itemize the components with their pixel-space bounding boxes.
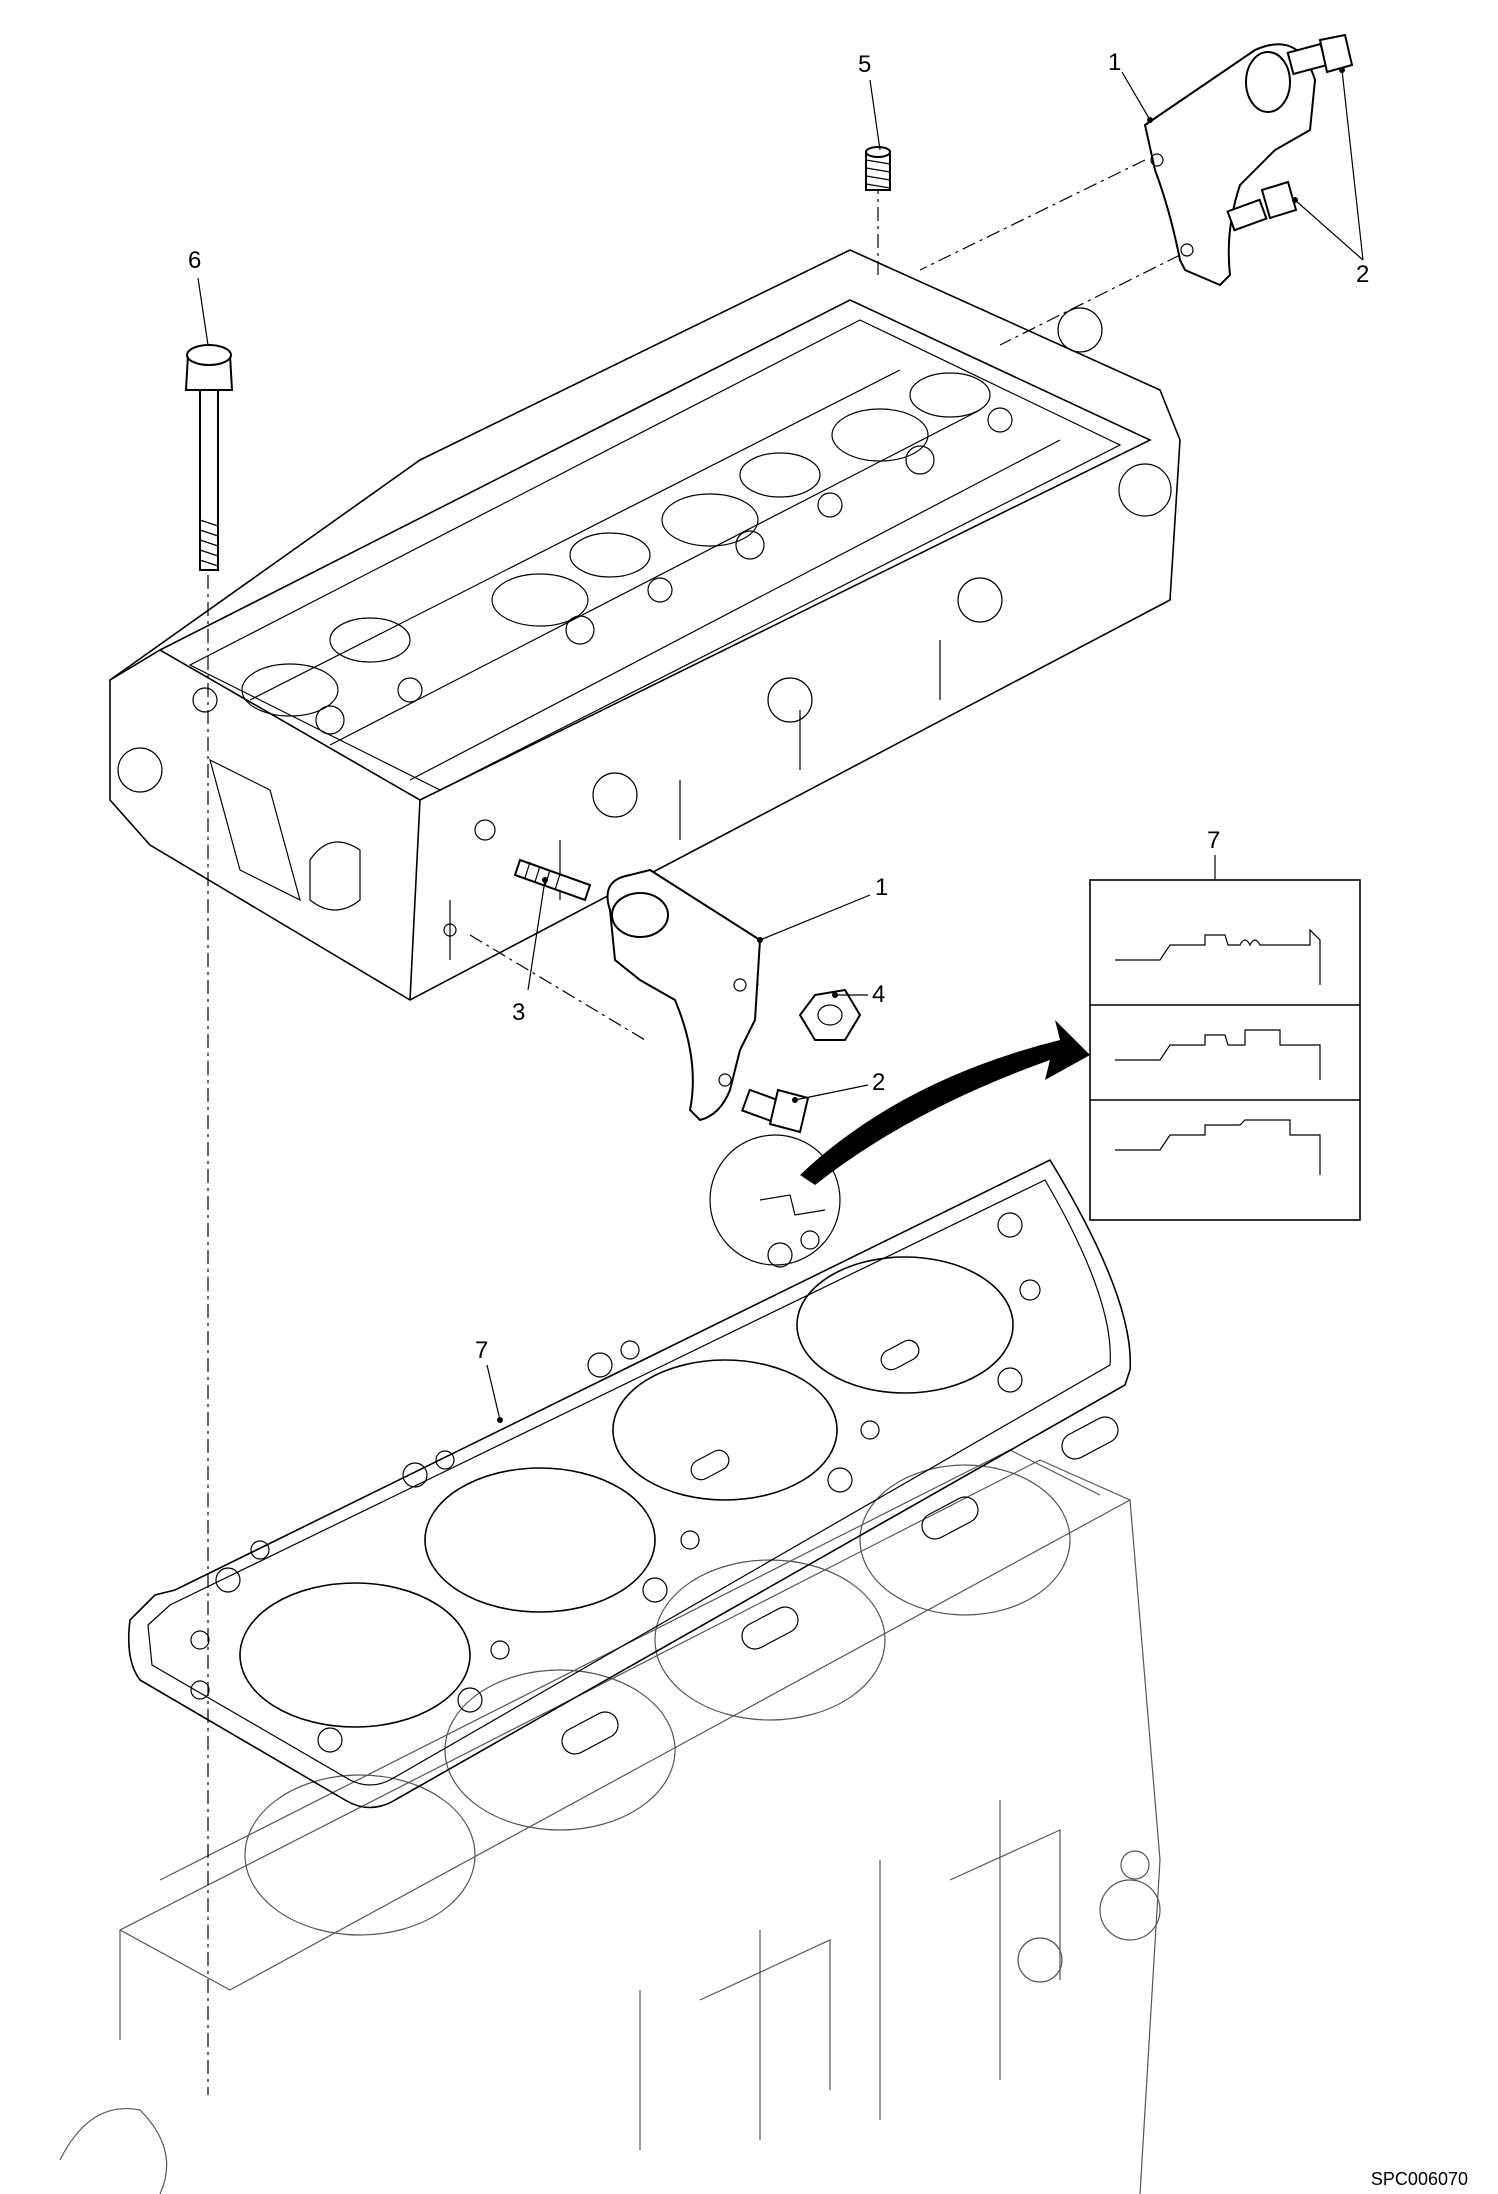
flange-bolt-middle — [740, 1088, 810, 1134]
drawing-code: SPC006070 — [1370, 2169, 1468, 2189]
callout-4: 4 — [872, 981, 885, 1008]
callout-6: 6 — [188, 247, 201, 274]
head-bolt — [184, 344, 234, 571]
callout-2-mid: 2 — [872, 1069, 885, 1096]
hanger-bracket-front — [606, 868, 762, 1122]
hanger-bracket-rear — [1143, 43, 1317, 287]
flange-bolt-top-upper — [1286, 33, 1354, 76]
callout-7-detail: 7 — [1207, 827, 1220, 854]
detail-arrow — [800, 1020, 1090, 1185]
callout-7-gasket: 7 — [475, 1337, 488, 1364]
head-gasket — [127, 1158, 1132, 1809]
callout-1-mid: 1 — [875, 874, 888, 901]
callout-2-top: 2 — [1356, 261, 1369, 288]
cylinder-head — [109, 249, 1181, 1001]
stud-bolt — [513, 858, 592, 902]
callout-1-top: 1 — [1108, 49, 1121, 76]
gasket-detail-box — [1089, 879, 1361, 1221]
flange-bolt-top-lower — [1226, 180, 1298, 232]
cylinder-block — [59, 1449, 1161, 2194]
callout-3: 3 — [512, 999, 525, 1026]
hex-nut — [798, 988, 862, 1041]
magnifier-circle — [709, 1134, 841, 1266]
set-screw — [865, 146, 891, 191]
leader-lines — [197, 67, 1364, 1423]
callout-5: 5 — [858, 51, 871, 78]
